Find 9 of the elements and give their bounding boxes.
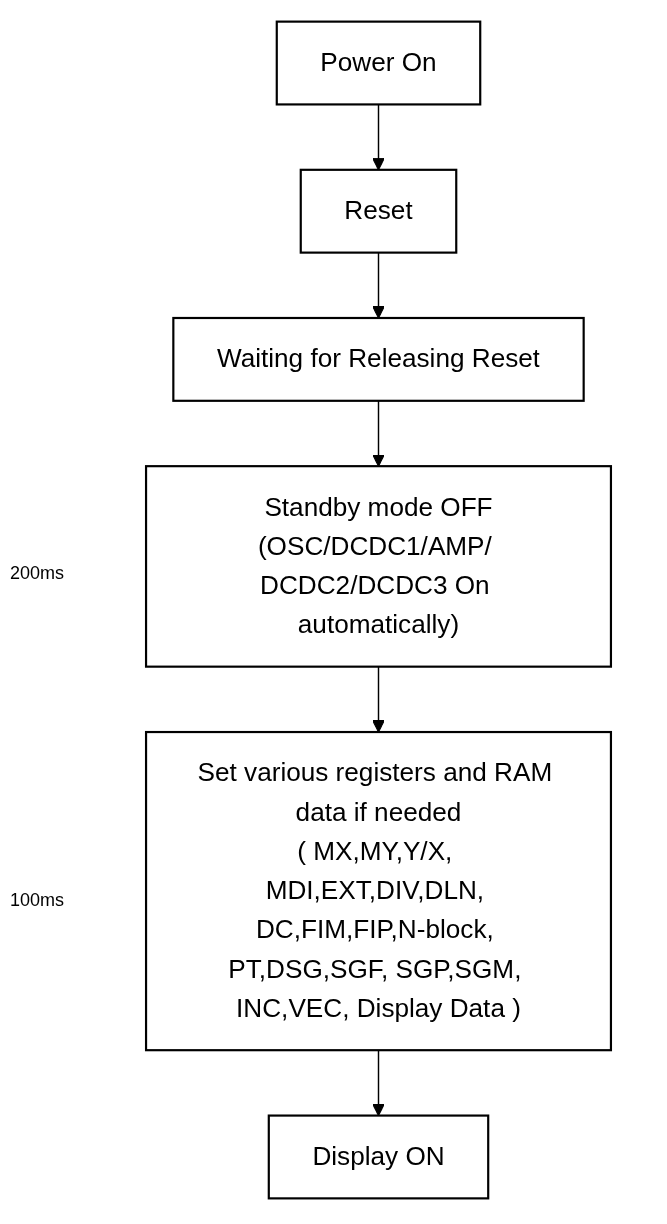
node-box: Power On: [275, 20, 482, 106]
time-label: 200ms: [10, 563, 66, 584]
node-box: Set various registers and RAM data if needed ( MX,MY,Y/X, MDI,EXT,DIV,DLN, DC,FIM,FIP,N-block, PT,DSG,SGF, SGP,SGM, INC,VEC, Display Data ): [144, 730, 613, 1052]
node-box: Display ON: [267, 1114, 490, 1200]
time-label: 100ms: [10, 890, 66, 911]
node-box: Standby mode OFF (OSC/DCDC1/AMP/ DCDC2/DCDC3 On automatically): [144, 465, 613, 668]
node-box: Waiting for Releasing Reset: [172, 316, 585, 402]
arrow: [372, 400, 385, 467]
node-box: Reset: [299, 168, 458, 254]
